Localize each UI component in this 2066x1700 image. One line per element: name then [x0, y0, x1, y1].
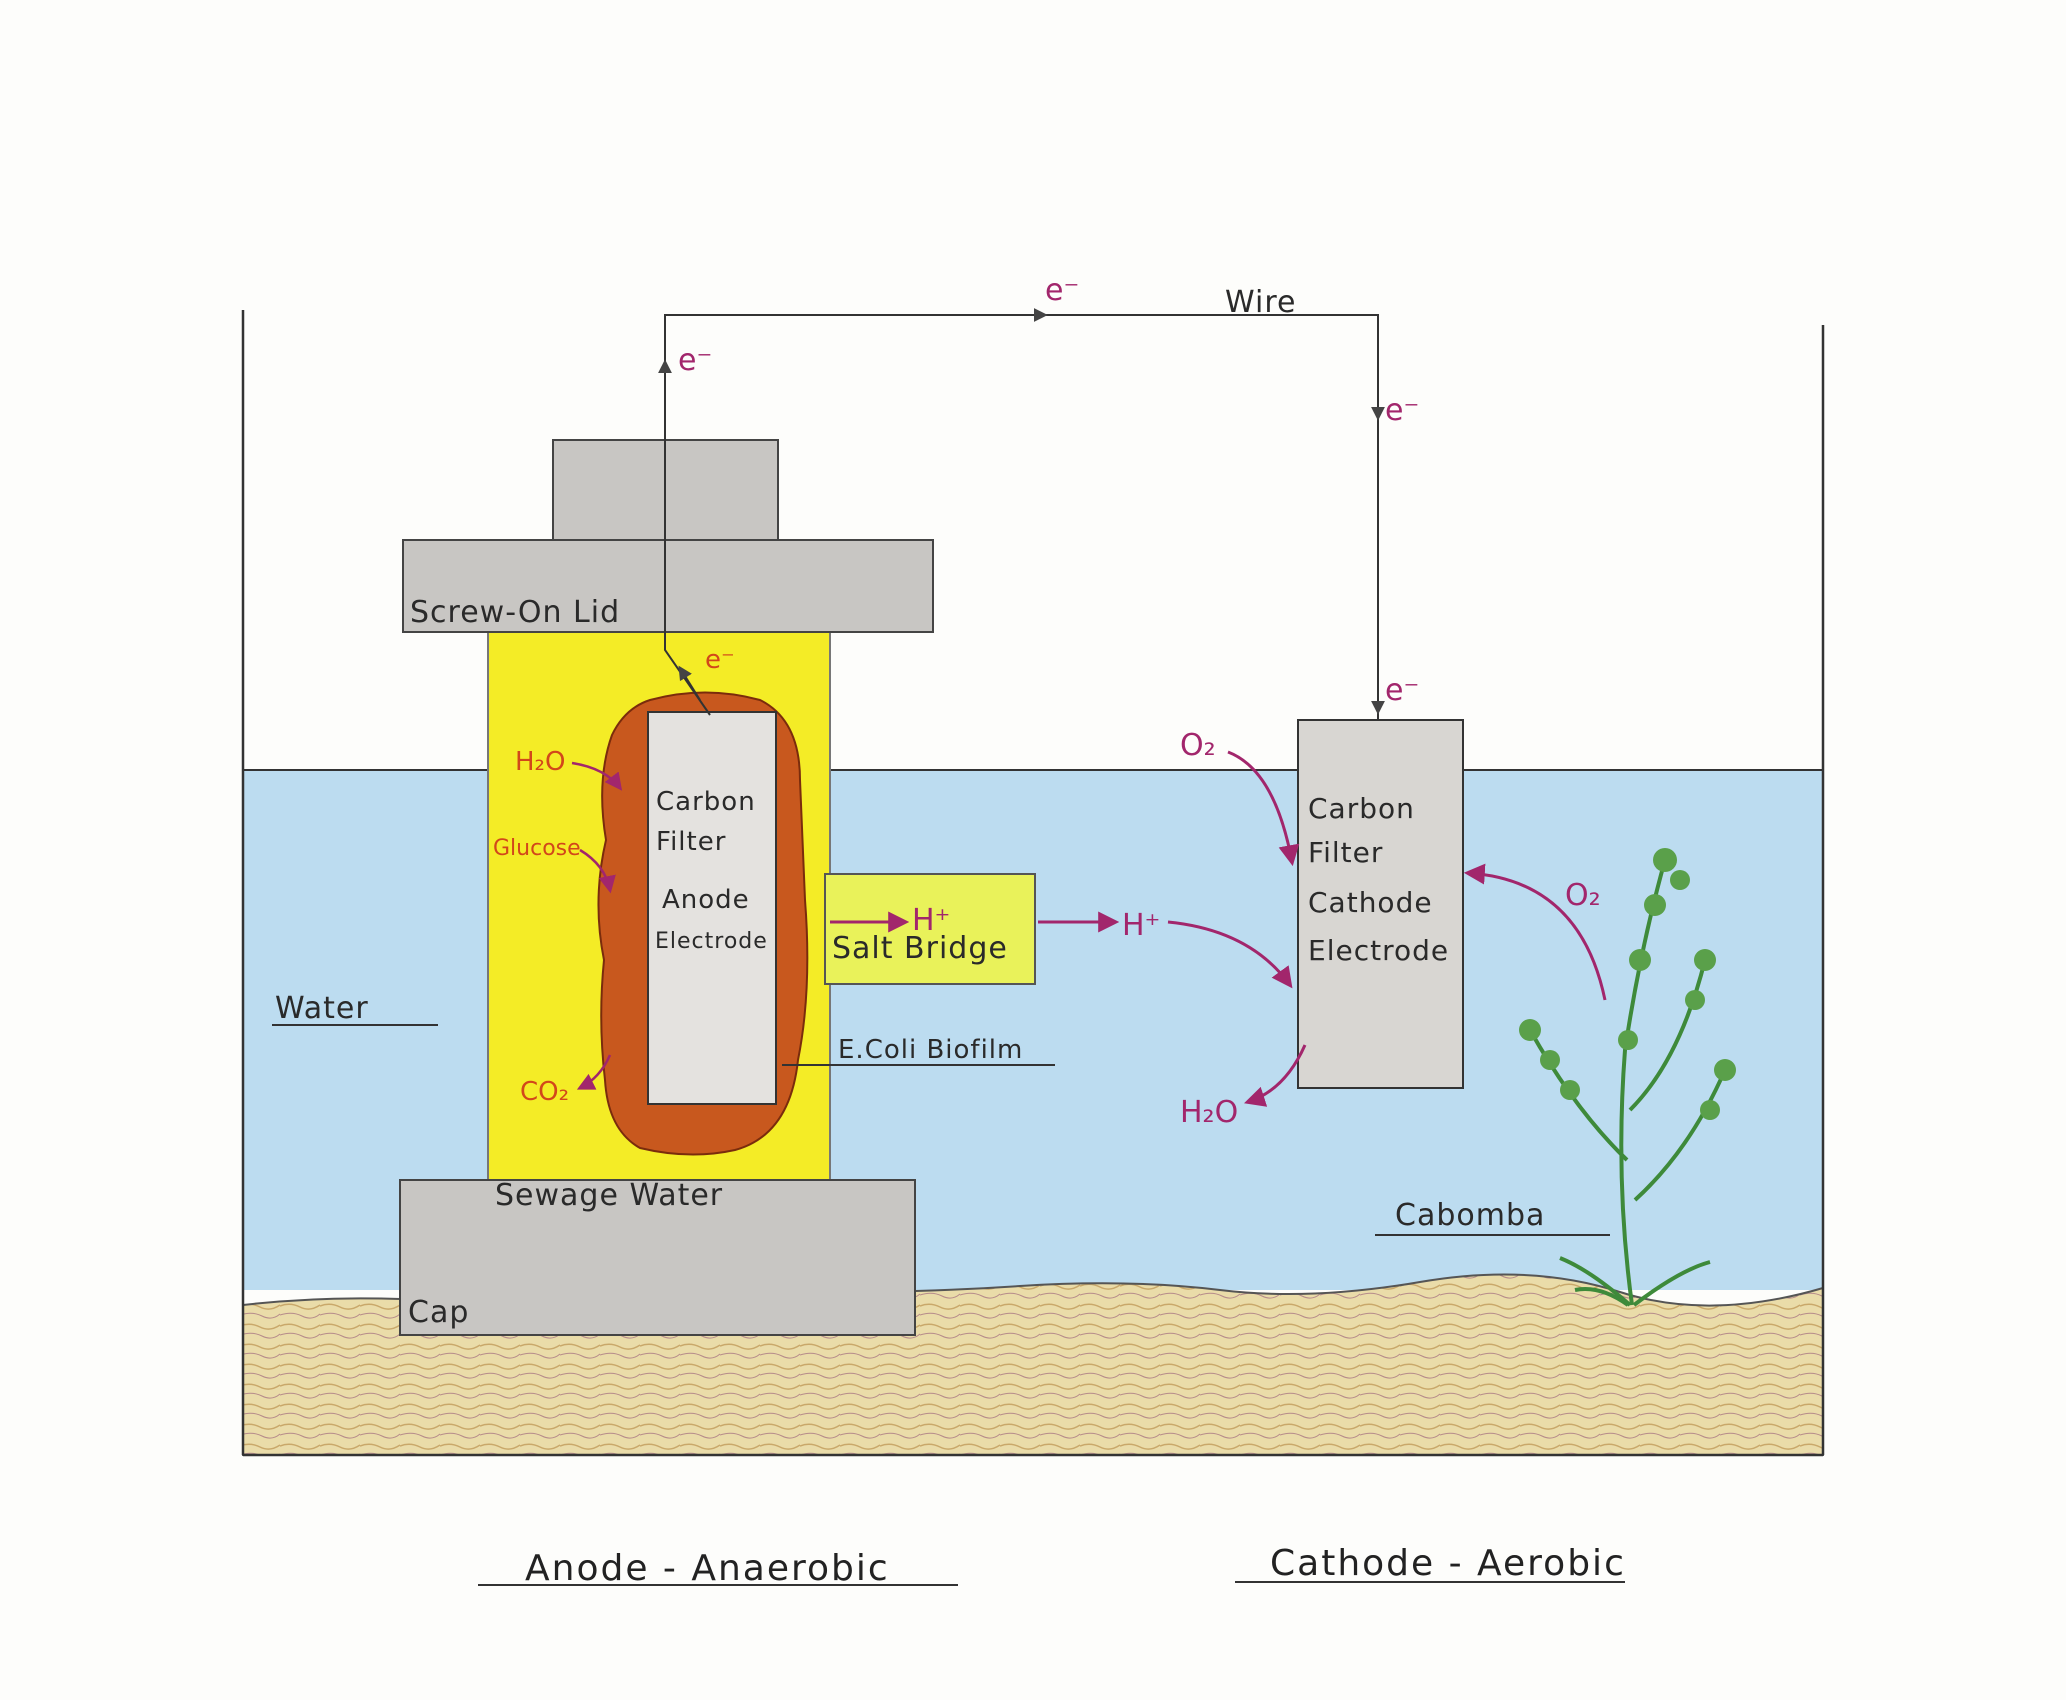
cap-label: Cap: [408, 1295, 469, 1330]
cathode-caption: Cathode - Aerobic: [1270, 1543, 1626, 1584]
screw-on-lid-label: Screw-On Lid: [410, 595, 620, 630]
water-out-label: H₂O: [1180, 1095, 1238, 1130]
cathode-text-2: Filter: [1308, 836, 1383, 869]
h2o-in-label: H₂O: [515, 747, 565, 777]
glucose-label: Glucose: [493, 836, 581, 861]
cathode-text-4: Electrode: [1308, 934, 1449, 967]
anode-text-3: Anode: [662, 885, 750, 915]
wire-label: Wire: [1225, 285, 1296, 320]
anode-text-4: Electrode: [655, 929, 768, 954]
co2-label: CO₂: [520, 1077, 569, 1107]
proton-arrow-cathode: [1167, 920, 1293, 989]
cabomba-label: Cabomba: [1395, 1198, 1545, 1233]
electron-label-anode: e⁻: [705, 645, 735, 675]
electron-label-up: e⁻: [678, 343, 712, 378]
cabomba-leaves: [1519, 848, 1736, 1120]
anode-caption: Anode - Anaerobic: [525, 1548, 890, 1589]
oxygen-label-top: O₂: [1180, 728, 1216, 763]
water-label: Water: [275, 991, 369, 1026]
electron-label-down: e⁻: [1385, 393, 1419, 428]
salt-bridge: [824, 873, 1036, 985]
wire-arrow-anode: [678, 665, 701, 701]
sewage-water-label: Sewage Water: [495, 1178, 723, 1213]
ecoli-biofilm-label: E.Coli Biofilm: [838, 1035, 1023, 1065]
bottom-cap: [399, 1179, 916, 1336]
anode-text-1: Carbon: [656, 787, 756, 817]
co2-out-arrow: [576, 1054, 612, 1090]
anode-electrode: [647, 711, 777, 1105]
glucose-in-arrow: [579, 848, 616, 894]
screw-on-lid: [402, 539, 934, 633]
proton-label-water: H⁺: [1122, 908, 1160, 943]
electron-label-wire: e⁻: [1045, 273, 1079, 308]
cathode-electrode: [1297, 719, 1464, 1089]
oxygen-arrow-plant: [1463, 863, 1607, 1001]
cathode-text-3: Cathode: [1308, 886, 1433, 919]
salt-bridge-label: Salt Bridge: [832, 931, 1008, 966]
water-out-arrow: [1244, 1044, 1307, 1107]
anode-text-2: Filter: [656, 827, 726, 857]
oxygen-label-plant: O₂: [1565, 878, 1601, 913]
oxygen-arrow-top: [1227, 750, 1300, 867]
h2o-in-arrow: [571, 761, 623, 791]
cathode-text-1: Carbon: [1308, 792, 1415, 825]
proton-label-bridge: H⁺: [912, 903, 950, 938]
electron-label-cathode: e⁻: [1385, 673, 1419, 708]
cabomba-plant: [1528, 859, 1727, 1307]
